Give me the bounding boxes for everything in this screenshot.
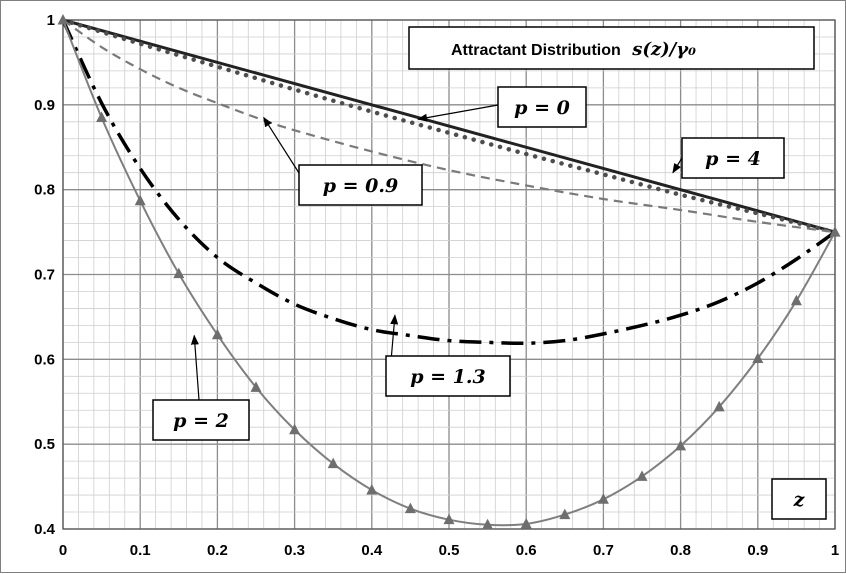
x-tick-label: 0.1 (130, 542, 151, 559)
y-tick-label: 0.7 (34, 267, 55, 284)
series-marker-triangle (366, 483, 378, 495)
series-marker-triangle (520, 517, 532, 529)
y-tick-label: 0.4 (34, 521, 56, 538)
series-marker-triangle (713, 400, 725, 412)
series-marker-triangle (134, 194, 146, 206)
annotation-arrow (190, 334, 200, 401)
series-marker-triangle (675, 439, 687, 451)
x-tick-label: 0.6 (516, 542, 537, 559)
annotation-box (385, 355, 511, 397)
x-tick-label: 0 (59, 542, 67, 559)
series-marker-triangle (597, 493, 609, 504)
series-line-0 (62, 18, 836, 234)
svg-text:Attractant Distribution: Attractant Distribution s(z)/γ₀ (451, 39, 696, 60)
series-marker-triangle (404, 502, 416, 514)
y-tick-label: 0.8 (34, 182, 55, 199)
annotation-box (681, 137, 785, 179)
plot-frame (62, 19, 836, 530)
series-line-2 (62, 19, 836, 234)
annotation-box (298, 164, 423, 206)
tick-labels: 0 0.1 0.2 0.3 0.4 0.5 0.6 0.7 0.8 0.9 1 0.4 0.5 0.6 0.… (34, 12, 839, 559)
y-tick-label: 0.6 (34, 351, 55, 368)
x-tick-label: 1 (831, 542, 839, 559)
series-group (57, 14, 841, 530)
series-marker-triangle (443, 513, 455, 525)
chart-title: Attractant Distribution (451, 42, 621, 59)
annotations-group: p = 0 p = 4 p = 0.9 p = 1.3 p = 2 (152, 86, 785, 441)
y-tick-label: 0.9 (34, 97, 55, 114)
series-marker-triangle (829, 226, 841, 237)
series-marker-triangle (96, 111, 108, 123)
series-marker-triangle (211, 328, 223, 340)
annotation-label: p = 2 (173, 410, 229, 432)
annotation-box (152, 399, 250, 441)
y-tick-label: 0.5 (34, 436, 55, 453)
series-line-4 (62, 19, 836, 527)
series-marker-triangle (752, 352, 764, 363)
annotation-label: p = 1.3 (410, 366, 486, 388)
annotation-label: p = 0.9 (323, 175, 399, 197)
x-axis-label: z (793, 489, 806, 511)
series-line-3 (61, 19, 837, 346)
series-marker-triangle (790, 294, 802, 306)
series-marker-triangle (173, 267, 185, 279)
annotation-box (497, 86, 587, 128)
series-line-1 (60, 17, 838, 235)
x-tick-label: 0.7 (593, 542, 614, 559)
chart-title-math: s(z)/γ₀ (631, 39, 696, 60)
x-tick-label: 0.3 (284, 542, 305, 559)
annotation-arrow (417, 104, 499, 122)
series-marker-triangle (482, 518, 494, 530)
annotation-label: p = 4 (705, 148, 761, 170)
title-box: Attractant Distribution s(z)/γ₀ (408, 26, 815, 70)
grid (62, 19, 836, 530)
annotation-arrow (672, 157, 683, 174)
x-tick-label: 0.2 (207, 542, 228, 559)
series-marker-triangle (289, 423, 301, 435)
series-marker-triangle (559, 508, 571, 520)
x-tick-label: 0.5 (439, 542, 460, 559)
series-marker-triangle (327, 457, 339, 469)
annotation-arrow (263, 116, 300, 174)
x-tick-label: 0.4 (361, 542, 383, 559)
series-marker-triangle (636, 470, 648, 481)
x-tick-label: 0.9 (747, 542, 768, 559)
y-tick-label: 1 (47, 12, 55, 29)
annotation-label: p = 0 (514, 97, 570, 119)
x-tick-label: 0.8 (670, 542, 691, 559)
series-marker-triangle (57, 14, 69, 25)
xlabel-box: z (771, 478, 827, 520)
series-marker-triangle (250, 381, 262, 392)
annotation-arrow (390, 314, 399, 362)
